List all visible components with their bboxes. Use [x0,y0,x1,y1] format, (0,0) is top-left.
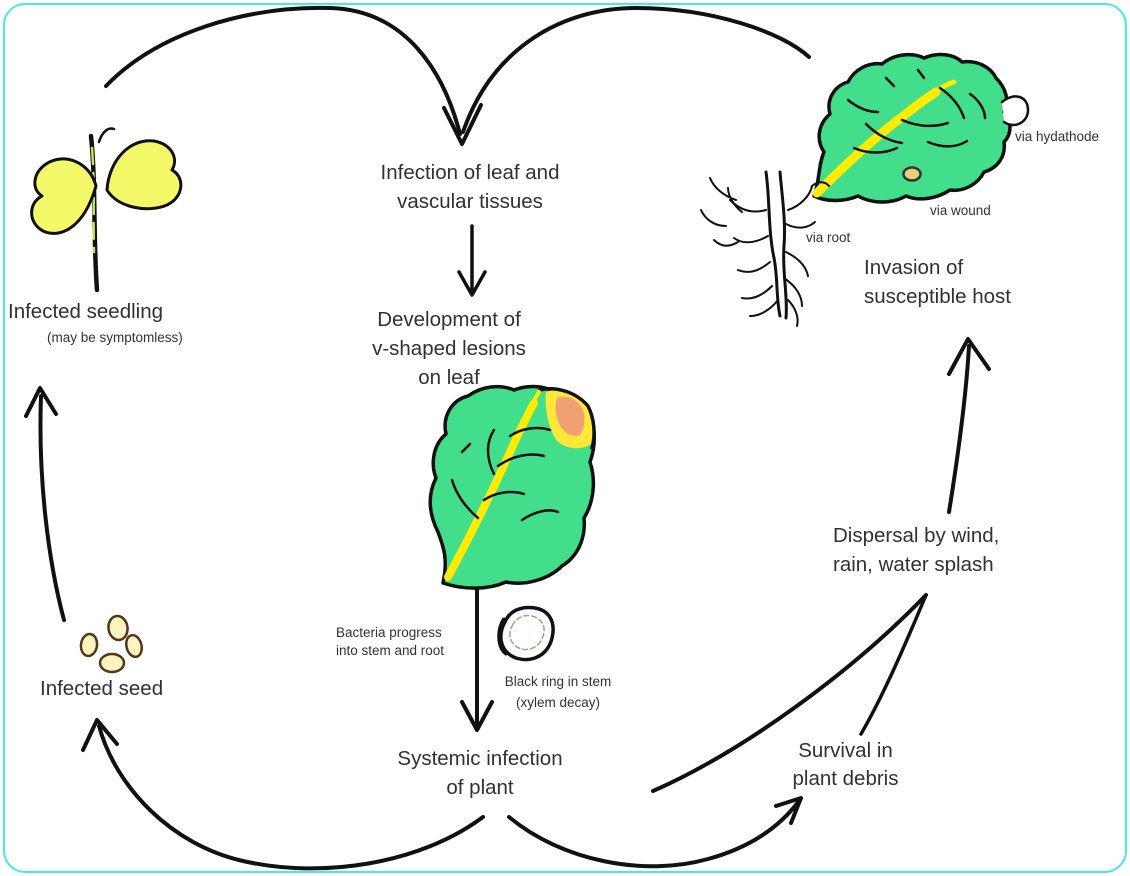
midrib [812,87,941,198]
via-root-label: via root [806,230,851,245]
arrow-dispersal-to-invasion [947,337,991,514]
hydathode-drop [1000,95,1030,127]
arrow-systemic-to-survival [507,796,803,869]
arrow-systemic-to-dispersal [651,593,928,793]
bacteria-progress-label: Bacteria progress into stem and root [336,625,445,658]
infected-seed-label: Infected seed [40,677,164,700]
systemic-infection-label: Systemic infection of plant [397,747,563,799]
infection-label: Infection of leaf and vascular tissues [380,161,560,213]
wound-spot [902,166,922,182]
black-ring-label: Black ring in stem (xylem decay) [504,674,612,710]
arrow-seed-to-seedling [24,386,66,622]
infected-seedling-label: Infected seedling [8,300,164,323]
dispersal-label: Dispersal by wind, rain, water splash [833,524,1000,576]
arrow-infection-to-development [457,224,487,297]
susceptible-host-leaf-drawing [812,52,1030,204]
infected-seedling-note: (may be symptomless) [47,330,183,345]
arrow-invasion-to-infection [442,6,811,146]
leaf-veins [450,426,560,522]
cotyledon-right [105,139,183,211]
cotyledon-left [30,157,98,235]
invasion-label: Invasion of susceptible host [864,256,1012,308]
via-wound-label: via wound [930,203,991,218]
infected-seedling-drawing [30,127,183,293]
via-hydathode-label: via hydathode [1015,129,1100,144]
arrow-seedling-to-infection [104,5,462,136]
survival-label: Survival in plant debris [792,739,899,790]
arrow-systemic-to-seed [81,718,485,871]
root-drawing [700,170,830,327]
v-shaped-lesion-leaf-drawing [428,384,596,590]
lesion-orange [555,396,585,436]
leaf-veins [846,68,987,154]
arrow-survival-to-dispersal [859,593,928,736]
stem-cross-section-drawing [497,605,555,662]
arrow-development-to-systemic [460,584,494,732]
development-label: Development of v-shaped lesions on leaf [372,308,526,389]
infected-seeds-drawing [79,614,143,674]
